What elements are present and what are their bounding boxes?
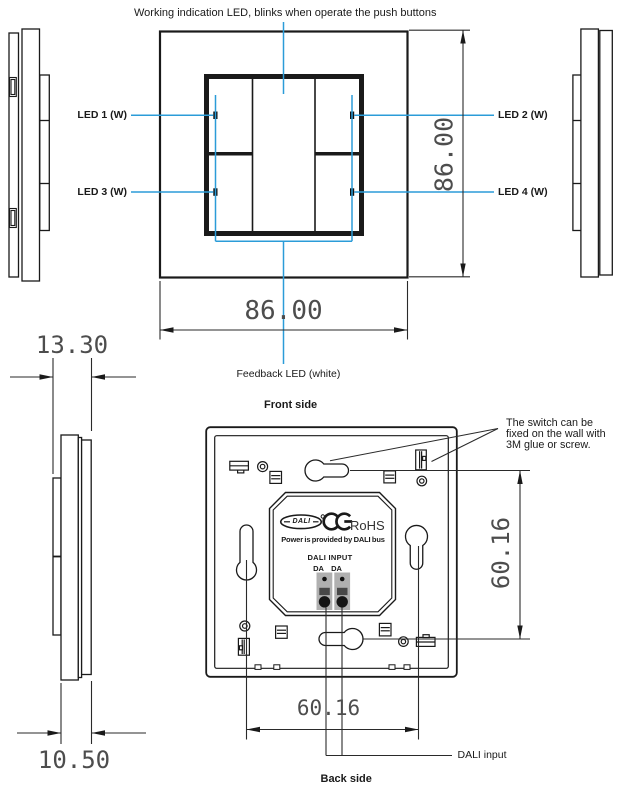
clip-square-top-right-icon: [383, 470, 397, 484]
side-view-top-left: [8, 28, 50, 282]
back-inner-frame: [214, 435, 449, 669]
power-note: Power is provided by DALI bus: [281, 535, 385, 544]
terminal-pin-hole: [339, 576, 345, 582]
side-back-plate: [80, 439, 92, 676]
side-front-plate: [580, 28, 600, 278]
terminal-release: [319, 587, 330, 596]
side-view-top-right: [572, 28, 613, 278]
arrowhead: [47, 730, 61, 736]
dali-logo-text: DALI: [292, 517, 311, 525]
back-outer-frame: [205, 426, 458, 678]
dim-base-depth-text: 10.50: [37, 746, 111, 774]
clip-flat-top-left-icon: [229, 460, 250, 474]
dim-front-width: [159, 281, 409, 340]
keyhole-right-icon: [404, 524, 429, 570]
arrowhead: [91, 730, 105, 736]
dali-input-leader-label: DALI input: [457, 748, 507, 761]
working-led-note: Working indication LED, blinks when oper…: [134, 7, 437, 19]
dim-back-vertical-text: 60.16: [487, 516, 515, 590]
clip-square-bottom-right-icon: [378, 622, 392, 637]
clip-flat-bottom-right-icon: [415, 634, 436, 648]
keyhole-slots: [235, 459, 429, 651]
arrowhead: [394, 327, 408, 333]
arrowhead: [460, 30, 466, 44]
screw-hole-icon: [416, 475, 428, 487]
clip-square-bottom-left-icon: [275, 625, 288, 639]
terminal-wire-hole: [318, 596, 331, 608]
keyhole-bottom-icon: [318, 627, 364, 651]
side-button-edge: [39, 74, 50, 232]
dim-back-horizontal-text: 60.16: [296, 695, 361, 720]
feedback-led-note: Feedback LED (white): [236, 368, 341, 380]
dim-front-width-text: 86.00: [244, 295, 323, 326]
mounting-clip-icon: [8, 76, 17, 229]
dim-base-depth: [17, 681, 146, 744]
leader-dali-input: [325, 607, 452, 757]
keyhole-top-icon: [304, 459, 350, 482]
arrowhead: [160, 327, 174, 333]
front-side-caption: Front side: [264, 399, 318, 411]
dim-total-depth-text: 13.30: [35, 331, 109, 359]
bottom-edge-notches: [254, 664, 411, 670]
dim-total-depth: [10, 358, 136, 474]
dim-front-height-text: 86.00: [429, 116, 459, 193]
side-back-plate: [599, 29, 613, 276]
dim-front-height: [409, 29, 470, 278]
dali-input-header: DALI INPUT: [307, 553, 353, 562]
back-octagon-inner: [272, 495, 393, 613]
screw-hole-icon: [257, 461, 269, 473]
side-view-bottom-left: [52, 434, 92, 681]
da-terminal-label-left: DA: [313, 563, 324, 573]
ce-mark-icon: [322, 512, 353, 531]
arrowhead: [39, 374, 53, 380]
dali-terminal-block: [316, 572, 351, 610]
arrowhead: [405, 726, 419, 733]
screw-hole-icon: [239, 620, 251, 632]
rohs-label: RoHS: [350, 518, 385, 533]
arrowhead: [460, 263, 466, 277]
clip-vertical-top-right-icon: [415, 449, 427, 471]
terminal-release: [337, 587, 348, 596]
back-octagon-outer: [268, 491, 397, 617]
side-back-plate: [8, 32, 20, 278]
led2-label: LED 2 (W): [498, 108, 548, 121]
side-front-plate: [60, 434, 79, 681]
led3-label: LED 3 (W): [77, 186, 127, 198]
clip-vertical-bottom-left-icon: [237, 637, 250, 656]
side-front-plate: [21, 28, 41, 282]
screw-hole-icon: [398, 636, 409, 647]
da-terminal-label-right: DA: [331, 563, 342, 573]
dim-back-hole-spacing-horizontal: [245, 546, 420, 740]
terminal-wire-hole: [336, 596, 348, 608]
arrowhead: [517, 625, 523, 639]
arrowhead: [91, 374, 105, 380]
leader-wall-note: [329, 428, 499, 462]
led1-label: LED 1 (W): [77, 108, 127, 121]
wall-mount-note: The switch can be fixed on the wall with…: [506, 416, 606, 452]
keyhole-left-icon: [235, 524, 258, 581]
arrowhead: [517, 470, 523, 484]
clip-square-top-left-icon: [269, 470, 283, 484]
back-side-caption: Back side: [320, 772, 372, 785]
terminal-pin-hole: [322, 576, 327, 582]
back-view: [205, 426, 458, 678]
dim-back-hole-spacing-vertical: [350, 469, 530, 640]
front-blue-annotation-lines: [131, 22, 494, 364]
led4-label: LED 4 (W): [498, 186, 548, 198]
arrowhead: [246, 726, 260, 733]
